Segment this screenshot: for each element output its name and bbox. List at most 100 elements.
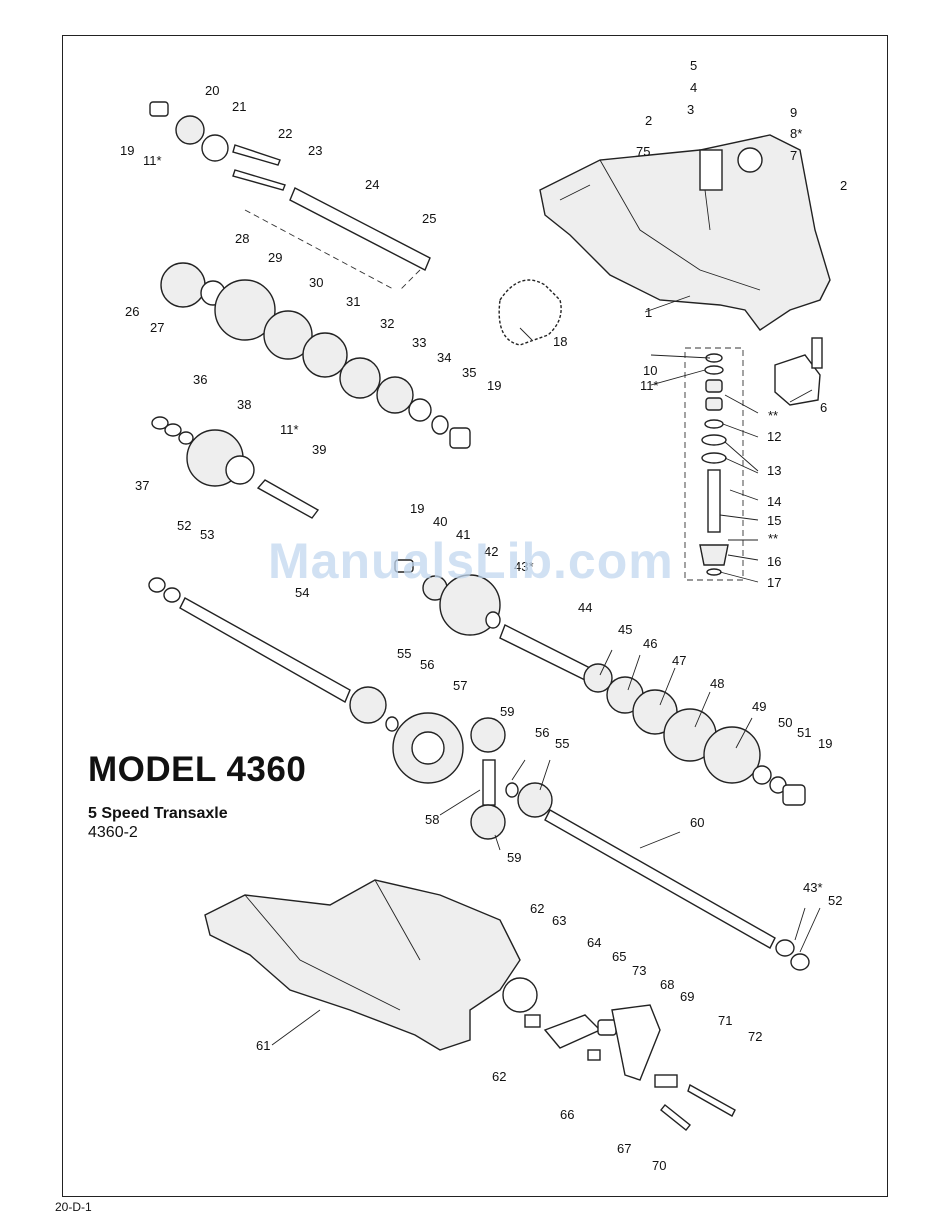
callout-38: 38 — [237, 397, 251, 412]
callout-67: 67 — [617, 1141, 631, 1156]
bushing-part — [149, 101, 169, 117]
callout-25: 25 — [422, 211, 436, 226]
callout-18: 18 — [553, 334, 567, 349]
callout-58: 58 — [425, 812, 439, 827]
callout-51: 51 — [797, 725, 811, 740]
callout-50: 50 — [778, 715, 792, 730]
callout-28: 28 — [235, 231, 249, 246]
axle-washer-part — [775, 939, 795, 957]
left-axle-assembly — [148, 577, 553, 840]
callout-26: 26 — [125, 304, 139, 319]
axle-washer-part-b — [790, 953, 810, 971]
callout-23: 23 — [308, 143, 322, 158]
callout-29: 29 — [268, 250, 282, 265]
upper-housing-part — [539, 134, 831, 331]
callout-14: 14 — [767, 494, 781, 509]
callout-68: 68 — [660, 977, 674, 992]
shift-bracket-part — [774, 337, 823, 406]
callout-72: 72 — [748, 1029, 762, 1044]
callout-35: 35 — [462, 365, 476, 380]
callout-6: 6 — [820, 400, 827, 415]
callout-47: 47 — [672, 653, 686, 668]
callout-55: 55 — [397, 646, 411, 661]
callout-7: 7 — [790, 148, 797, 163]
callout-double-asterisk: ** — [768, 531, 778, 546]
callout-21: 21 — [232, 99, 246, 114]
callout-61: 61 — [256, 1038, 270, 1053]
leader-lines — [271, 295, 821, 1046]
callout-8: 8* — [790, 126, 802, 141]
drive-chain-part — [498, 279, 562, 346]
callout-63: 63 — [552, 913, 566, 928]
callout-59: 59 — [500, 704, 514, 719]
callout-36: 36 — [193, 372, 207, 387]
callout-43: 43* — [514, 559, 534, 574]
callout-73: 73 — [632, 963, 646, 978]
callout-52: 52 — [828, 893, 842, 908]
callout-60: 60 — [690, 815, 704, 830]
shift-key-part — [232, 144, 281, 166]
callout-13: 13 — [767, 463, 781, 478]
callout-16: 16 — [767, 554, 781, 569]
right-axle-part — [544, 809, 776, 949]
callout-4: 4 — [690, 80, 697, 95]
callout-17: 17 — [767, 575, 781, 590]
callout-48: 48 — [710, 676, 724, 691]
callout-40: 40 — [433, 514, 447, 529]
callout-57: 57 — [453, 678, 467, 693]
callout-31: 31 — [346, 294, 360, 309]
callout-19: 19 — [487, 378, 501, 393]
callout-19: 19 — [120, 143, 134, 158]
shift-key-part-b — [232, 169, 286, 191]
callout-10: 10 — [643, 363, 657, 378]
callout-71: 71 — [718, 1013, 732, 1028]
callout-labels: 1 2 2 3 4 5 6 7 8* 9 10 11* 11* 11* 12 1… — [120, 58, 847, 1173]
brake-shaft-stack — [699, 353, 729, 576]
callout-45: 45 — [618, 622, 632, 637]
callout-39: 39 — [312, 442, 326, 457]
output-shaft-gears — [394, 559, 806, 806]
cluster-gear-part — [151, 416, 320, 519]
callout-65: 65 — [612, 949, 626, 964]
callout-33: 33 — [412, 335, 426, 350]
callout-34: 34 — [437, 350, 451, 365]
callout-44: 44 — [578, 600, 592, 615]
gear-stack-upper — [160, 262, 471, 449]
callout-52: 52 — [177, 518, 191, 533]
model-subtitle: 5 Speed Transaxle — [88, 805, 228, 822]
callout-43: 43* — [803, 880, 823, 895]
callout-66: 66 — [560, 1107, 574, 1122]
callout-22: 22 — [278, 126, 292, 141]
callout-56: 56 — [535, 725, 549, 740]
page-footer: 20-D-1 — [55, 1200, 92, 1214]
callout-9: 9 — [790, 105, 797, 120]
callout-30: 30 — [309, 275, 323, 290]
callout-32: 32 — [380, 316, 394, 331]
callout-64: 64 — [587, 935, 601, 950]
top-countershaft-part — [244, 187, 431, 291]
watermark: ManualsLib.com — [268, 533, 674, 589]
callout-62: 62 — [492, 1069, 506, 1084]
callout-12: 12 — [767, 429, 781, 444]
callout-19: 19 — [818, 736, 832, 751]
callout-15: 15 — [767, 513, 781, 528]
callout-5: 5 — [690, 58, 697, 73]
callout-37: 37 — [135, 478, 149, 493]
callout-53: 53 — [200, 527, 214, 542]
lower-housing-part — [204, 879, 521, 1051]
sprocket-gear-part — [175, 115, 205, 145]
callout-49: 49 — [752, 699, 766, 714]
callout-2: 2 — [645, 113, 652, 128]
callout-42: 42 — [484, 544, 498, 559]
model-title: MODEL 4360 — [88, 750, 307, 789]
bearing-part — [201, 134, 229, 162]
model-code: 4360-2 — [88, 824, 138, 841]
callout-62: 62 — [530, 901, 544, 916]
callout-11: 11* — [143, 153, 162, 168]
callout-55: 55 — [555, 736, 569, 751]
callout-19: 19 — [410, 501, 424, 516]
callout-59: 59 — [507, 850, 521, 865]
callout-54: 54 — [295, 585, 309, 600]
callout-69: 69 — [680, 989, 694, 1004]
